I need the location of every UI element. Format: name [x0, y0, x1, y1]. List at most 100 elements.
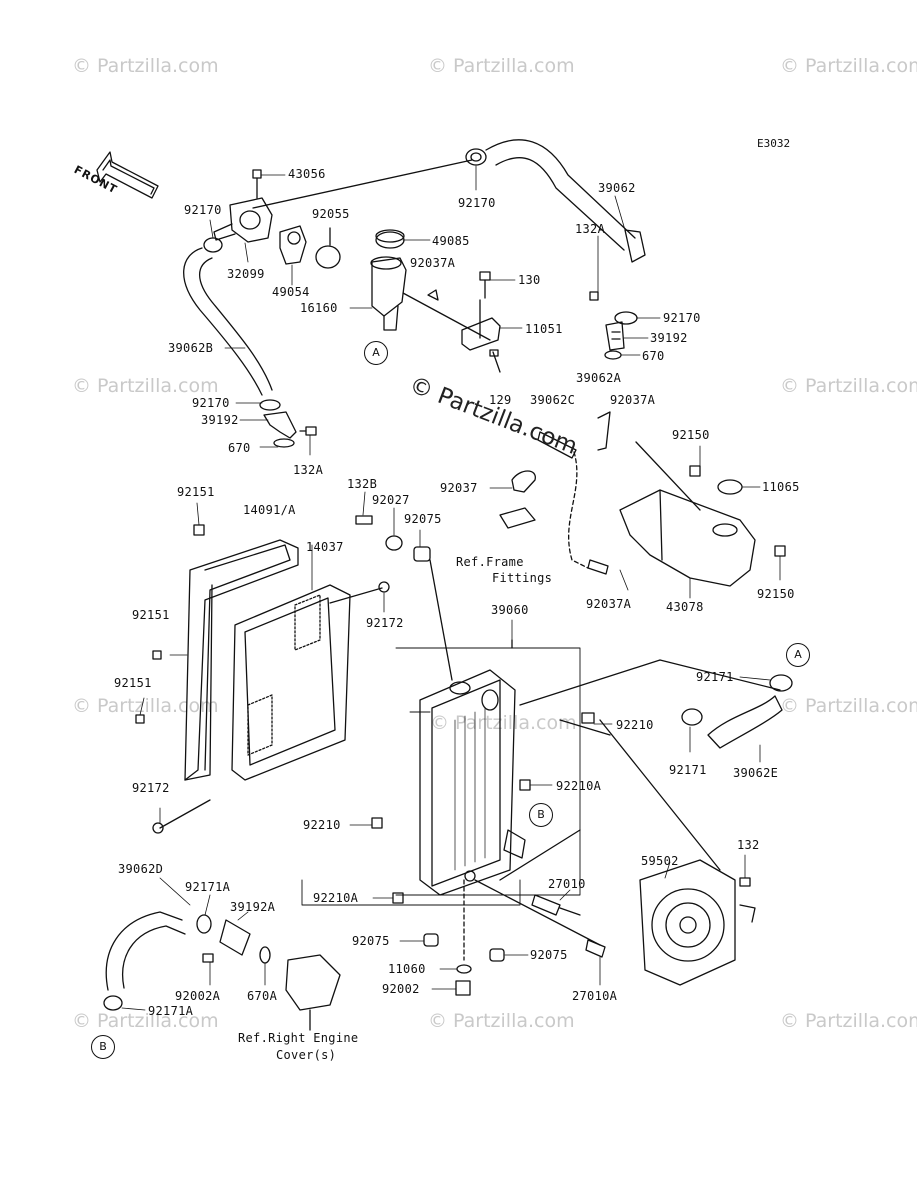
- grommet-92075-right: [489, 948, 505, 962]
- washer-11060: [456, 964, 472, 974]
- part-number: 11060: [388, 962, 426, 976]
- bolt-132: [739, 877, 751, 887]
- part-number: 92171: [669, 763, 707, 777]
- part-number: 92151: [177, 485, 215, 499]
- part-number: 92002A: [175, 989, 221, 1003]
- part-number: 92037: [440, 481, 478, 495]
- pipe-39192-right: [605, 321, 625, 351]
- part-number: 59502: [641, 854, 679, 868]
- thermostat-cover-32099: [213, 197, 273, 243]
- hose-39062E: [707, 695, 783, 749]
- part-number: 39060: [491, 603, 529, 617]
- part-number: 92075: [530, 948, 568, 962]
- clip-92210-left: [371, 817, 383, 829]
- fan-59502: [639, 859, 756, 986]
- upper-hose-39062: [485, 139, 646, 263]
- part-number: 14037: [306, 540, 344, 554]
- watermark: © Partzilla.com: [428, 1010, 575, 1032]
- bolt-92150-low: [774, 545, 786, 557]
- part-number: 92172: [132, 781, 170, 795]
- part-number: 92150: [757, 587, 795, 601]
- watermark: © Partzilla.com: [72, 1010, 219, 1032]
- part-number: 92055: [312, 207, 350, 221]
- watermark: © Partzilla.com: [72, 375, 219, 397]
- part-number: 92210A: [556, 779, 602, 793]
- part-number: 39192: [650, 331, 688, 345]
- reserve-tank-43078: [619, 489, 756, 587]
- shroud-14091A: [184, 539, 299, 781]
- bolt-129: [489, 349, 501, 373]
- part-number: 16160: [300, 301, 338, 315]
- part-number: 92210A: [313, 891, 359, 905]
- ref-frame-fittings-line2: Fittings: [492, 571, 553, 585]
- clamp-92170-left: [203, 237, 223, 253]
- thermostat-49054: [279, 225, 307, 265]
- part-number: 43056: [288, 167, 326, 181]
- hose-39062C: [537, 431, 577, 459]
- callout-b: B: [91, 1035, 115, 1059]
- front-arrow-icon: [96, 151, 159, 199]
- part-number: 92210: [303, 818, 341, 832]
- ref-frame-fittings-line1: Ref.Frame: [456, 555, 524, 569]
- clip-92210A-right: [519, 779, 531, 791]
- oring-92055: [315, 245, 341, 269]
- watermark: © Partzilla.com: [72, 55, 219, 77]
- bolt-132A-left: [299, 426, 317, 436]
- bolt-92151-top: [193, 524, 205, 536]
- part-number: 132A: [293, 463, 324, 477]
- clamp-92171A-top: [196, 914, 212, 934]
- clip-92210-right: [581, 712, 595, 724]
- clamp-92170-lower: [259, 399, 281, 411]
- part-number: 670: [228, 441, 251, 455]
- radiator-cap-49085: [375, 229, 405, 249]
- clamp-92171-mid: [681, 708, 703, 726]
- part-number: 92170: [192, 396, 230, 410]
- bolt-132A-right: [589, 291, 599, 301]
- grommet-92075-left: [423, 933, 439, 947]
- part-number: 39062C: [530, 393, 576, 407]
- clamp-92171A-low: [103, 995, 123, 1011]
- part-number: 92037A: [610, 393, 656, 407]
- filler-neck-16160: [370, 256, 407, 331]
- bolt-92002A: [202, 953, 214, 963]
- clip-92037A-top: [427, 289, 439, 301]
- part-number: 92171A: [148, 1004, 194, 1018]
- part-number: 92171A: [185, 880, 231, 894]
- fan-switch-27010: [531, 894, 581, 916]
- clip-92210A-left: [392, 892, 404, 904]
- part-number: 43078: [666, 600, 704, 614]
- oring-670-right: [604, 350, 622, 360]
- part-number: 92037A: [586, 597, 632, 611]
- part-number: 39062D: [118, 862, 164, 876]
- engine-cover: [285, 954, 341, 1011]
- part-number: 92037A: [410, 256, 456, 270]
- part-number: 92170: [458, 196, 496, 210]
- part-number: 49085: [432, 234, 470, 248]
- screen-14037: [231, 584, 351, 781]
- oring-670A: [259, 946, 271, 964]
- callout-b: B: [529, 803, 553, 827]
- part-number: 39062E: [733, 766, 779, 780]
- part-number: 14091/A: [243, 503, 296, 517]
- drain-bolt-92002: [455, 980, 471, 996]
- ref-engine-cover-line1: Ref.Right Engine: [238, 1031, 359, 1045]
- part-number: 92170: [663, 311, 701, 325]
- part-number: 670A: [247, 989, 278, 1003]
- hose-39062D: [105, 911, 186, 991]
- collar-92027: [385, 535, 403, 551]
- watermark: © Partzilla.com: [780, 695, 917, 717]
- part-number: 39062B: [168, 341, 214, 355]
- part-number: 92172: [366, 616, 404, 630]
- part-number: 11051: [525, 322, 563, 336]
- part-number: 92171: [696, 670, 734, 684]
- part-number: 39192A: [230, 900, 276, 914]
- part-number: 11065: [762, 480, 800, 494]
- watermark: © Partzilla.com: [428, 55, 575, 77]
- bolt-92150-top: [689, 465, 701, 477]
- bracket-frame: [499, 507, 536, 529]
- callout-a: A: [786, 643, 810, 667]
- bolt-43056: [252, 169, 262, 199]
- watermark: © Partzilla.com: [430, 712, 577, 734]
- part-number: 130: [518, 273, 541, 287]
